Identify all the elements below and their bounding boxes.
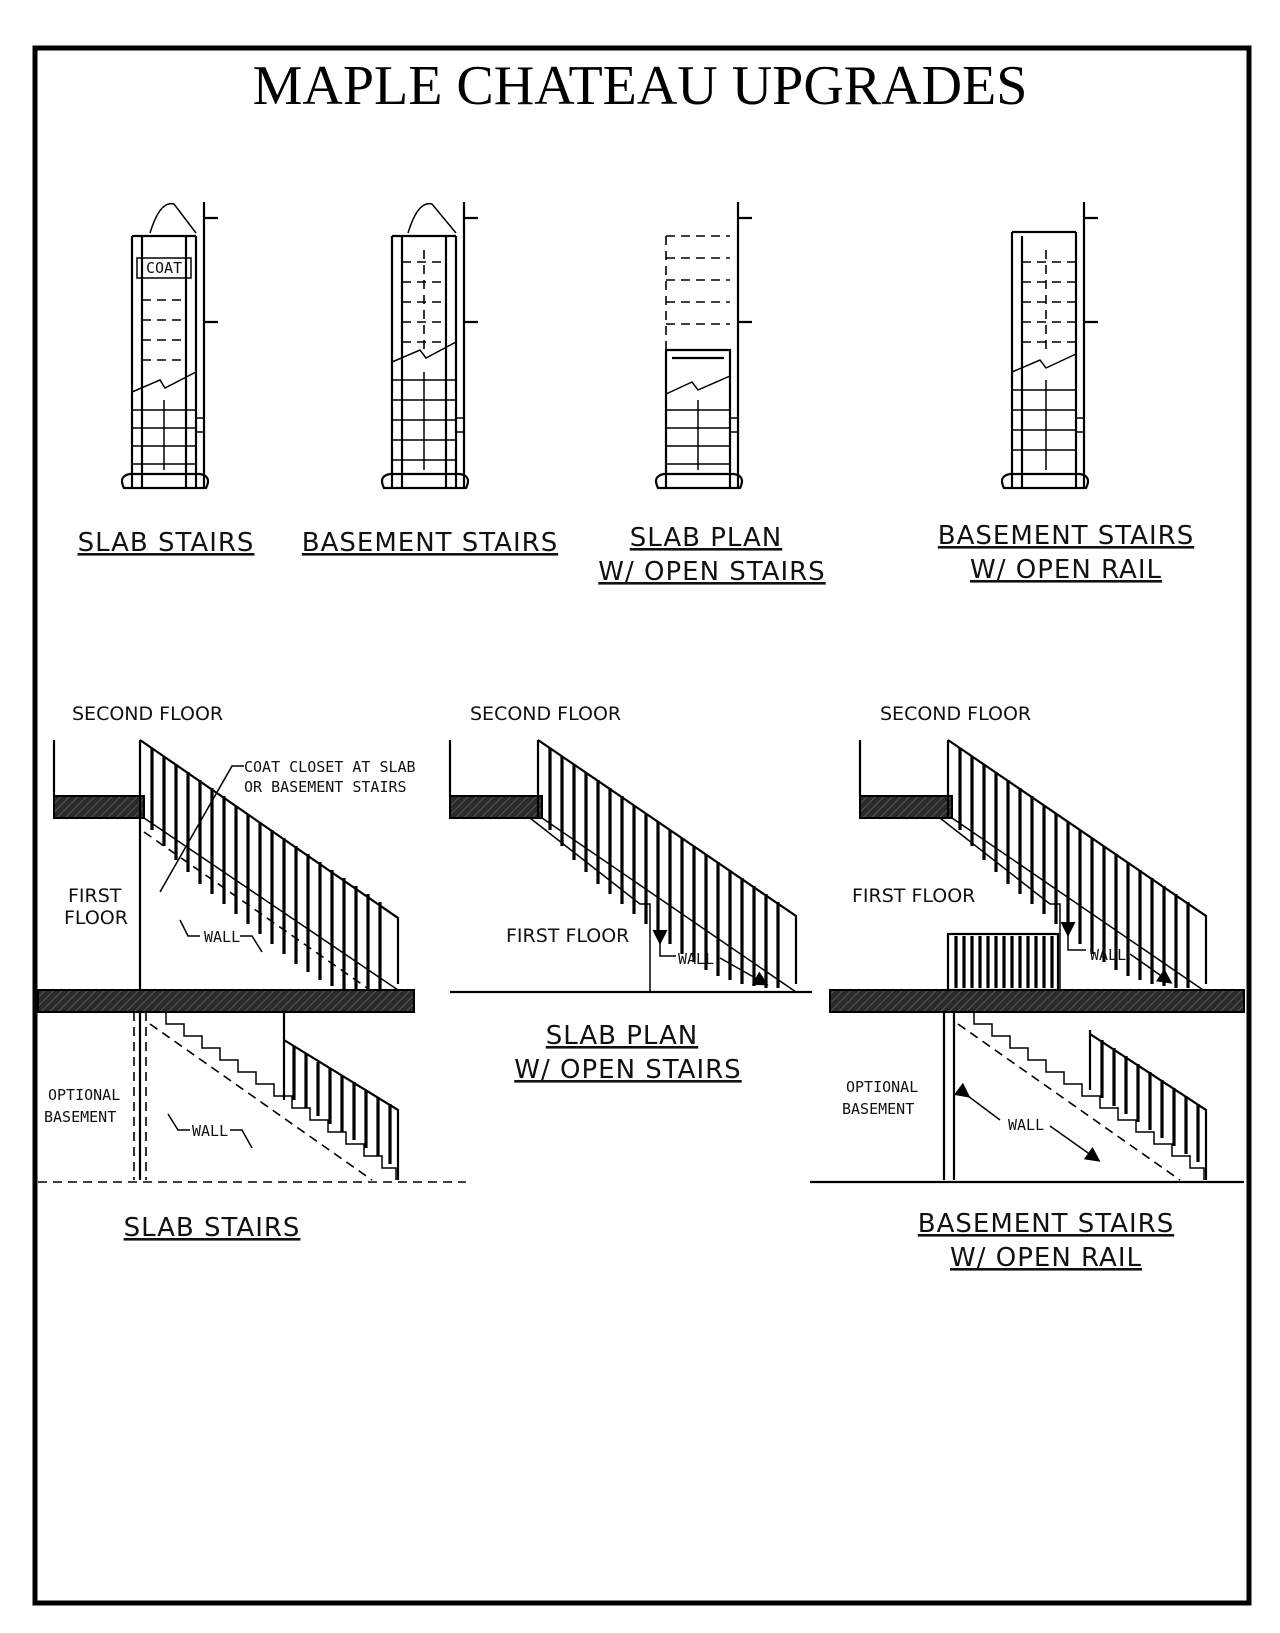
svg-text:SECOND FLOOR: SECOND FLOOR xyxy=(880,703,1031,725)
svg-text:W/ OPEN RAIL: W/ OPEN RAIL xyxy=(970,555,1162,585)
svg-text:BASEMENT STAIRS: BASEMENT STAIRS xyxy=(938,521,1194,551)
section-slab-stairs: SECOND FLOOR COAT CLOSET AT SLAB OR BASE… xyxy=(37,703,466,1183)
section-caption-1: SLAB STAIRS xyxy=(124,1213,301,1243)
svg-text:W/ OPEN STAIRS: W/ OPEN STAIRS xyxy=(598,557,825,587)
plan-caption-1: SLAB STAIRS xyxy=(78,528,255,558)
svg-text:COAT CLOSET AT SLAB: COAT CLOSET AT SLAB xyxy=(244,758,416,776)
svg-text:WALL: WALL xyxy=(1008,1116,1044,1134)
plan-coat-label: COAT xyxy=(146,259,182,277)
svg-text:WALL: WALL xyxy=(192,1122,228,1140)
svg-text:FIRST FLOOR: FIRST FLOOR xyxy=(506,925,629,947)
svg-text:BASEMENT: BASEMENT xyxy=(842,1100,914,1118)
plan-basement-open-rail xyxy=(1000,202,1098,490)
svg-text:WALL: WALL xyxy=(1090,946,1126,964)
first-floor-slab-3 xyxy=(829,989,1245,1013)
section-slab-open-stairs: SECOND FLOOR FIRST FLOOR WALL xyxy=(448,703,812,994)
svg-text:OPTIONAL: OPTIONAL xyxy=(846,1078,918,1096)
svg-text:WALL: WALL xyxy=(204,928,240,946)
plan-caption-3: SLAB PLAN W/ OPEN STAIRS xyxy=(598,523,825,587)
svg-text:BASEMENT STAIRS: BASEMENT STAIRS xyxy=(302,528,558,558)
coat-closet-box xyxy=(136,257,192,279)
sheet-border xyxy=(32,45,1252,1606)
svg-text:W/ OPEN RAIL: W/ OPEN RAIL xyxy=(950,1243,1142,1273)
plan-slab-stairs: COAT xyxy=(120,202,218,490)
svg-text:SLAB PLAN: SLAB PLAN xyxy=(546,1021,698,1051)
svg-text:SLAB STAIRS: SLAB STAIRS xyxy=(124,1213,301,1243)
page-title: MAPLE CHATEAU UPGRADES xyxy=(253,55,1028,117)
first-floor-slab-1 xyxy=(37,989,415,1013)
plan-caption-4: BASEMENT STAIRS W/ OPEN RAIL xyxy=(938,521,1194,585)
svg-text:SLAB STAIRS: SLAB STAIRS xyxy=(78,528,255,558)
svg-text:FIRST: FIRST xyxy=(68,885,122,907)
svg-text:OPTIONAL: OPTIONAL xyxy=(48,1086,120,1104)
svg-text:OR BASEMENT STAIRS: OR BASEMENT STAIRS xyxy=(244,778,407,796)
svg-text:FLOOR: FLOOR xyxy=(64,907,128,929)
plan-caption-2: BASEMENT STAIRS xyxy=(302,528,558,558)
svg-text:SLAB PLAN: SLAB PLAN xyxy=(630,523,782,553)
section-basement-open-rail: SECOND FLOOR FIRST FLOOR xyxy=(810,703,1245,1184)
section-caption-2: SLAB PLAN W/ OPEN STAIRS xyxy=(514,1021,741,1085)
svg-text:WALL: WALL xyxy=(678,950,714,968)
plan-slab-open-stairs xyxy=(654,202,752,490)
svg-text:BASEMENT: BASEMENT xyxy=(44,1108,116,1126)
svg-text:SECOND FLOOR: SECOND FLOOR xyxy=(470,703,621,725)
svg-text:SECOND FLOOR: SECOND FLOOR xyxy=(72,703,223,725)
svg-text:BASEMENT STAIRS: BASEMENT STAIRS xyxy=(918,1209,1174,1239)
plan-basement-stairs xyxy=(380,202,478,490)
svg-text:W/ OPEN STAIRS: W/ OPEN STAIRS xyxy=(514,1055,741,1085)
section-caption-3: BASEMENT STAIRS W/ OPEN RAIL xyxy=(918,1209,1174,1273)
svg-text:FIRST FLOOR: FIRST FLOOR xyxy=(852,885,975,907)
